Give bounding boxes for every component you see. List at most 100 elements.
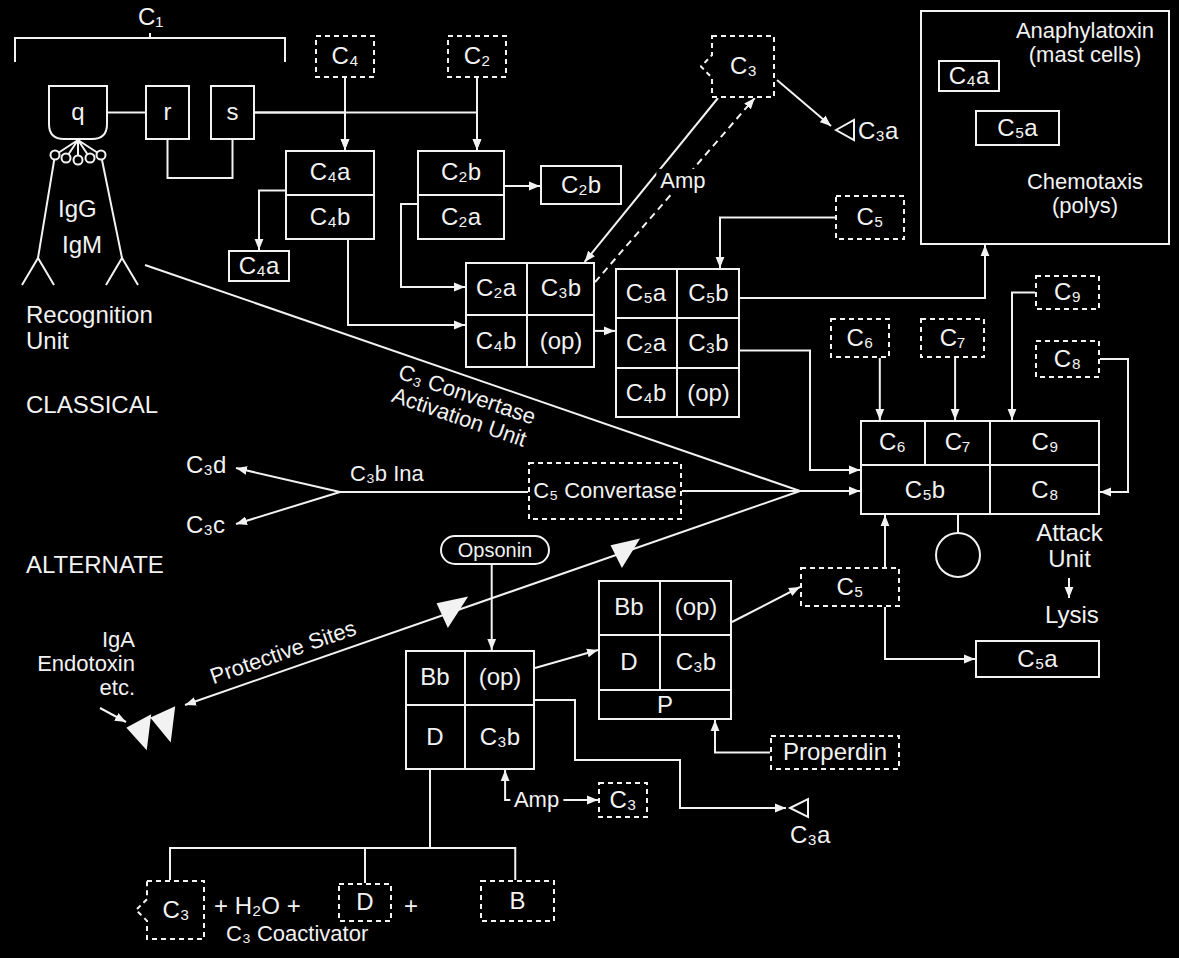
- connector: [168, 140, 233, 178]
- box-border: [1036, 341, 1099, 377]
- connector: [885, 607, 975, 659]
- component-box: C₉: [1035, 275, 1100, 310]
- node-text: Opsonin: [440, 535, 550, 565]
- node-text: C₅a: [615, 268, 677, 318]
- box-border: [529, 463, 681, 519]
- node-text: C₂b: [540, 165, 622, 205]
- cell-divider: [989, 420, 991, 515]
- diagram-label: CLASSICAL: [26, 392, 158, 418]
- edge-label: Amp: [510, 788, 563, 812]
- node-text: Bb: [598, 580, 660, 635]
- component-box: q: [48, 85, 108, 140]
- component-box: C₂b: [540, 165, 622, 205]
- box-border: [921, 319, 984, 357]
- node-text: C₅b: [860, 465, 990, 515]
- box-border: [441, 536, 549, 564]
- connector: [954, 358, 956, 420]
- node-text: C₄: [315, 35, 375, 78]
- component-box: D: [338, 883, 392, 922]
- node-text: B: [480, 880, 555, 922]
- box-border: [49, 86, 107, 139]
- protective-site: [128, 708, 174, 748]
- component-box: Bb(op)C₃bDP: [598, 580, 732, 720]
- component-box: Opsonin: [440, 535, 550, 565]
- component-box: C₂: [447, 35, 507, 78]
- node-text: C₇: [925, 420, 990, 465]
- box-border: [771, 736, 899, 769]
- node-text: C₄b: [285, 195, 375, 240]
- anaphylatoxin-leader: [777, 80, 831, 126]
- inactivator-fork: [236, 468, 340, 492]
- component-box: C₄a: [938, 60, 1000, 92]
- node-text: C₉: [1035, 275, 1100, 310]
- node-text: C₂a: [417, 195, 505, 240]
- node-text: Bb: [405, 650, 465, 705]
- cell-divider: [465, 314, 595, 316]
- component-box: s: [210, 85, 255, 140]
- component-box: C₆: [830, 318, 890, 358]
- cell-divider: [676, 268, 678, 418]
- connector: [1100, 359, 1128, 492]
- cell-divider: [598, 634, 732, 636]
- binding-site: [74, 156, 83, 165]
- node-text: r: [145, 85, 190, 140]
- node-text: C₅: [835, 195, 905, 240]
- protective-site: [612, 540, 638, 566]
- component-box: C₄a: [228, 250, 290, 282]
- connector: [505, 185, 540, 187]
- box-border: [939, 61, 999, 91]
- node-text: C₆: [830, 318, 890, 358]
- component-box: C₄: [315, 35, 375, 78]
- node-text: C₂a: [465, 262, 527, 315]
- binding-site: [51, 151, 60, 160]
- diagram-label: IgA Endotoxin etc.: [25, 628, 135, 701]
- binding-site: [97, 151, 106, 160]
- cell-divider: [464, 650, 466, 770]
- connector: [740, 245, 985, 298]
- lesion-symbol: [936, 533, 980, 577]
- component-box: C₆C₇C₉C₅bC₈: [860, 420, 1100, 515]
- box-border: [701, 36, 774, 97]
- node-text: C₂a: [615, 318, 677, 368]
- node-text: (op): [660, 580, 732, 635]
- edge-label: Amp: [656, 169, 709, 193]
- component-box: C₃: [598, 782, 648, 818]
- diagram-label: Recognition Unit: [26, 302, 176, 355]
- connector: [1012, 293, 1035, 421]
- group-panel: Anaphylatoxin (mast cells)Chemotaxis (po…: [920, 10, 1170, 245]
- component-box: C₅: [835, 195, 905, 240]
- binding-site: [62, 154, 71, 163]
- protective-site: [438, 598, 466, 626]
- node-text: C₆: [860, 420, 925, 465]
- connector: [682, 490, 860, 492]
- component-box: C₃: [700, 35, 775, 98]
- component-box: C₈: [1035, 340, 1100, 378]
- diagram-label: C₃b Ina: [350, 462, 424, 486]
- box-border: [976, 111, 1059, 145]
- component-box: Properdin: [770, 735, 900, 770]
- cell-divider: [659, 580, 661, 690]
- connector: [715, 720, 770, 753]
- component-box: Bb(op)DC₃b: [405, 650, 535, 770]
- connector: [259, 191, 285, 251]
- box-border: [448, 36, 506, 77]
- node-text: C₄a: [228, 250, 290, 282]
- diagram-label: C₃a: [858, 118, 898, 144]
- connector: [740, 351, 860, 471]
- box-border: [286, 151, 374, 239]
- node-text: C₃b: [465, 705, 535, 770]
- component-box: C₅: [800, 567, 900, 607]
- box-border: [229, 251, 289, 281]
- node-text: C₄b: [615, 368, 677, 418]
- connector: [255, 113, 345, 151]
- box-border: [211, 86, 254, 139]
- binding-site: [86, 154, 95, 163]
- box-border: [801, 568, 899, 606]
- lysis-arrow: [1068, 578, 1070, 598]
- source-arrow: [100, 708, 126, 722]
- node-text: (op): [527, 315, 595, 368]
- component-box: C₅a: [975, 640, 1100, 678]
- box-border: [339, 884, 391, 921]
- box-border: [146, 86, 189, 139]
